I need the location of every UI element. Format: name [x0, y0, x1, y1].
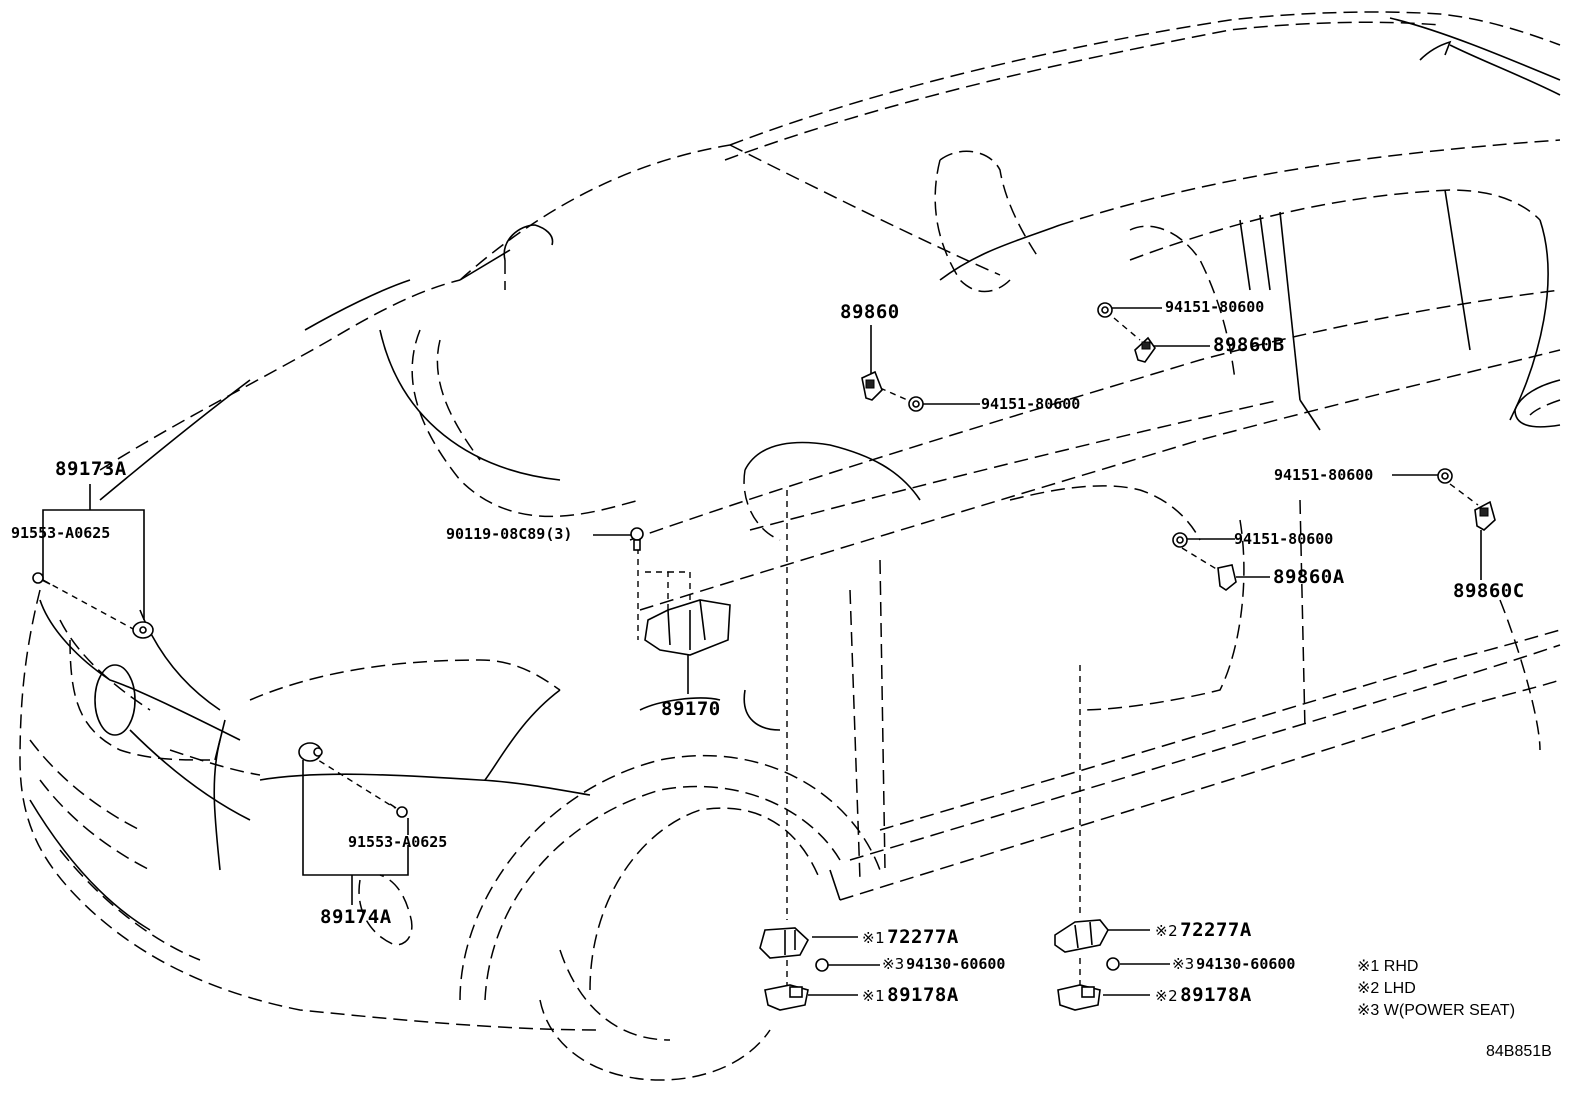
seat-position-sensor-icon [1057, 984, 1101, 1011]
callout-89860b[interactable]: 89860B [1213, 334, 1285, 356]
seat-position-sensor-bracket-icon [759, 927, 809, 959]
sensor-89860c-icon [1474, 500, 1496, 531]
legend-text: W(POWER SEAT) [1383, 1002, 1516, 1019]
vehicle-body-outline [19, 11, 1561, 1081]
callout-94151-80600-a[interactable]: 94151-80600 [981, 395, 1081, 413]
note-mark: ※1 [1357, 958, 1380, 975]
callout-89170[interactable]: 89170 [661, 698, 721, 720]
washer-icon [815, 958, 829, 972]
seat-position-sensor-bracket-icon [1054, 919, 1109, 953]
note-mark: ※2 [1155, 922, 1179, 940]
part-number: 89178A [1180, 984, 1252, 1006]
note-mark: ※3 [1357, 1002, 1380, 1019]
legend-item-power-seat: ※3 W(POWER SEAT) [1357, 1000, 1515, 1022]
illustration-code: 84B851B [1486, 1043, 1552, 1060]
washer-icon [1106, 957, 1120, 971]
leader-lines [42, 307, 1482, 996]
part-number: 94130-60600 [1196, 955, 1296, 973]
part-glyphs [32, 302, 1496, 1011]
note-mark: ※1 [862, 929, 886, 947]
part-number: 72277A [887, 926, 959, 948]
callout-94151-80600-d[interactable]: 94151-80600 [1234, 530, 1334, 548]
sensor-89860b-icon [1134, 336, 1156, 363]
nut-icon [908, 396, 924, 412]
bolt-icon [389, 803, 408, 818]
note-mark: ※2 [1357, 980, 1380, 997]
callout-89860[interactable]: 89860 [840, 301, 900, 323]
note-mark: ※3 [1172, 955, 1195, 973]
callout-89860c[interactable]: 89860C [1453, 580, 1525, 602]
bolt-icon [32, 572, 51, 585]
callout-89173a[interactable]: 89173A [55, 458, 127, 480]
part-number: 72277A [1180, 919, 1252, 941]
nut-icon [1172, 532, 1188, 548]
part-number: 94130-60600 [906, 955, 1006, 973]
part-number: 89178A [887, 984, 959, 1006]
note-mark: ※1 [862, 987, 886, 1005]
nut-icon [1097, 302, 1113, 318]
legend-item-rhd: ※1 RHD [1357, 956, 1515, 978]
callout-89174a[interactable]: 89174A [320, 906, 392, 928]
legend-item-lhd: ※2 LHD [1357, 978, 1515, 1000]
sensor-89860a-icon [1217, 564, 1237, 591]
notes-legend: ※1 RHD ※2 LHD ※3 W(POWER SEAT) [1357, 956, 1515, 1022]
seat-position-sensor-icon [764, 984, 809, 1011]
note-mark: ※2 [1155, 987, 1179, 1005]
sensor-89860-icon [861, 370, 883, 401]
bolt-icon [630, 527, 644, 551]
legend-text: RHD [1383, 958, 1419, 975]
nut-icon [1437, 468, 1453, 484]
callout-89860a[interactable]: 89860A [1273, 566, 1345, 588]
callout-90119-08c89[interactable]: 90119-08C89(3) [446, 525, 573, 543]
callout-91553-a0625-lower[interactable]: 91553-A0625 [348, 833, 448, 851]
note-mark: ※3 [882, 955, 905, 973]
airbag-ecu-89170-icon [644, 599, 731, 656]
callout-91553-a0625-upper[interactable]: 91553-A0625 [11, 524, 111, 542]
sensor-89174a-icon [298, 742, 323, 762]
sensor-89173a-icon [132, 621, 154, 639]
callout-94151-80600-c[interactable]: 94151-80600 [1274, 466, 1374, 484]
callout-94151-80600-b[interactable]: 94151-80600 [1165, 298, 1265, 316]
legend-text: LHD [1383, 980, 1416, 997]
